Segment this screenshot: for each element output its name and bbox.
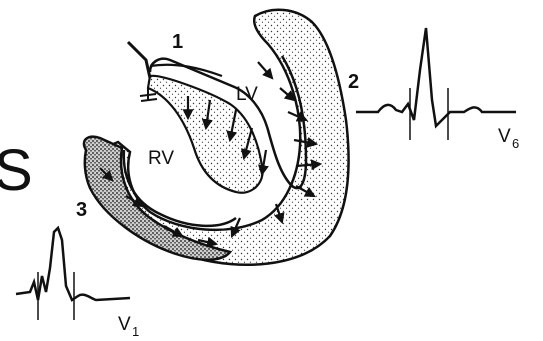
block-mark-1: [140, 94, 156, 96]
label-lead-v6: V: [498, 126, 511, 147]
edge-glyph: S: [0, 138, 33, 203]
label-lead-v1-sub: 1: [132, 324, 139, 339]
bundle-wire: [128, 42, 150, 78]
label-lead-v1: V: [118, 314, 131, 335]
ecg-trace-v6: [356, 28, 516, 140]
label-lead-v6-sub: 6: [512, 136, 519, 151]
block-mark-2: [141, 99, 157, 101]
bundle-branch-left: [150, 65, 222, 76]
label-rv: RV: [148, 148, 174, 169]
label-step-2: 2: [348, 71, 359, 93]
label-step-3: 3: [76, 199, 87, 221]
label-step-1: 1: [172, 31, 183, 53]
ecg-trace-v1: [16, 228, 130, 320]
label-lv: LV: [236, 84, 258, 105]
